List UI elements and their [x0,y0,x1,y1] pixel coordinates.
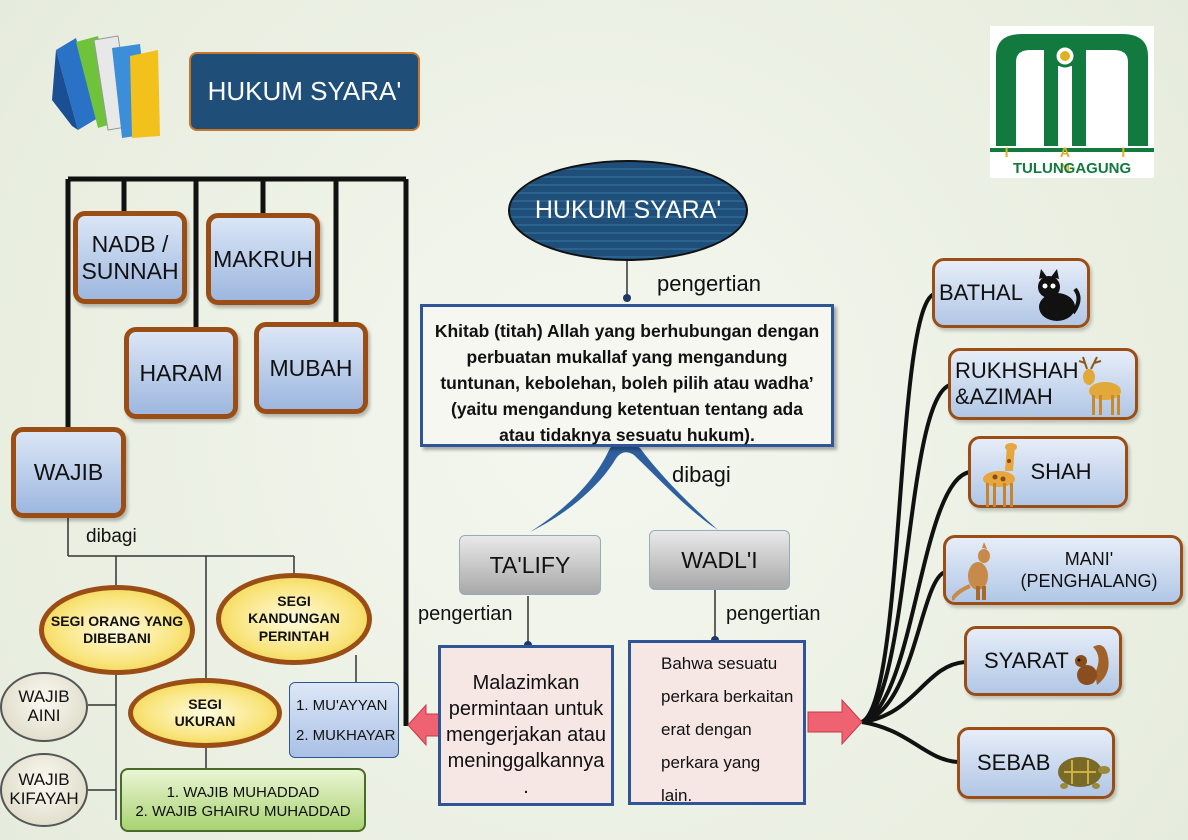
giraffe-icon [983,443,1017,507]
center-title-oval: HUKUM SYARA' [508,160,748,261]
box-wadli: WADL'I [649,530,790,590]
muhaddad-line-1: 1. WAJIB MUHADDAD [166,784,320,801]
box-wajib: WAJIB [11,427,126,518]
box-mani: MANI' (PENGHALANG) [943,535,1183,605]
oval-segi-orang: SEGI ORANG YANG DIBEBANI [39,585,195,675]
wadli-definition: Bahwa sesuatu perkara berkaitan erat den… [628,640,806,805]
box-muhaddad: 1. WAJIB MUHADDAD 2. WAJIB GHAIRU MUHADD… [120,768,366,832]
shah-label: SHAH [1030,459,1092,484]
oval-wajib-aini: WAJIB AINI [0,672,88,742]
turtle-icon [1058,757,1110,789]
label-dibagi-left: dibagi [86,526,137,547]
mani-label: MANI' (PENGHALANG) [1020,549,1158,591]
talify-definition: Malazimkan permintaan untuk mengerjakan … [438,645,614,806]
wadli-line-3: erat dengan [661,720,752,739]
box-shah: SHAH [968,436,1128,508]
wadli-line-5: lain. [661,786,693,805]
label-pengertian-wadli: pengertian [726,603,821,625]
rukhshah-label: RUKHSHAH &AZIMAH [955,358,1079,409]
box-muayyan-mukhayar: 1. MU'AYYAN 2. MUKHAYAR [289,682,399,758]
oval-segi-ukuran: SEGI UKURAN [128,678,282,748]
box-makruh: MAKRUH [206,213,320,305]
oval-segi-kandungan: SEGI KANDUNGAN PERINTAH [216,573,372,665]
books-icon [52,35,160,138]
box-mubah: MUBAH [254,322,368,414]
kangaroo-icon [952,542,990,601]
definition-box: Khitab (titah) Allah yang berhubungan de… [420,304,834,447]
muhaddad-line-2: 2. WAJIB GHAIRU MUHADDAD [135,803,351,820]
squirrel-icon [1075,645,1109,685]
mukhayar-line: 2. MUKHAYAR [296,727,396,744]
deer-icon [1079,356,1121,415]
iain-logo: I A I N TULUNGAGUNG [990,26,1154,178]
box-talify: TA'LIFY [459,535,601,595]
cat-icon [1038,269,1081,321]
syarat-label: SYARAT [984,648,1069,673]
label-dibagi-center: dibagi [672,462,731,487]
box-bathal: BATHAL [932,258,1090,328]
page-title: HUKUM SYARA' [189,52,420,131]
box-haram: HARAM [124,327,238,419]
label-pengertian-talify: pengertian [418,603,513,625]
label-pengertian-center: pengertian [657,271,761,296]
box-nadb-sunnah: NADB / SUNNAH [73,211,187,304]
logo-emblem-icon [990,34,1154,152]
muayyan-line: 1. MU'AYYAN [296,697,388,714]
box-syarat: SYARAT [964,626,1122,696]
wadli-line-4: perkara yang [661,753,761,772]
sebab-label: SEBAB [977,750,1051,775]
box-rukhshah-azimah: RUKHSHAH &AZIMAH [948,348,1138,420]
logo-name: TULUNGAGUNG [1012,160,1132,177]
bathal-label: BATHAL [939,280,1023,305]
oval-wajib-kifayah: WAJIB KIFAYAH [0,753,88,827]
wadli-line-1: Bahwa sesuatu [661,654,778,673]
logo-letters: I A I N [1004,144,1150,176]
wadli-line-2: perkara berkaitan [661,687,794,706]
box-sebab: SEBAB [957,727,1115,799]
